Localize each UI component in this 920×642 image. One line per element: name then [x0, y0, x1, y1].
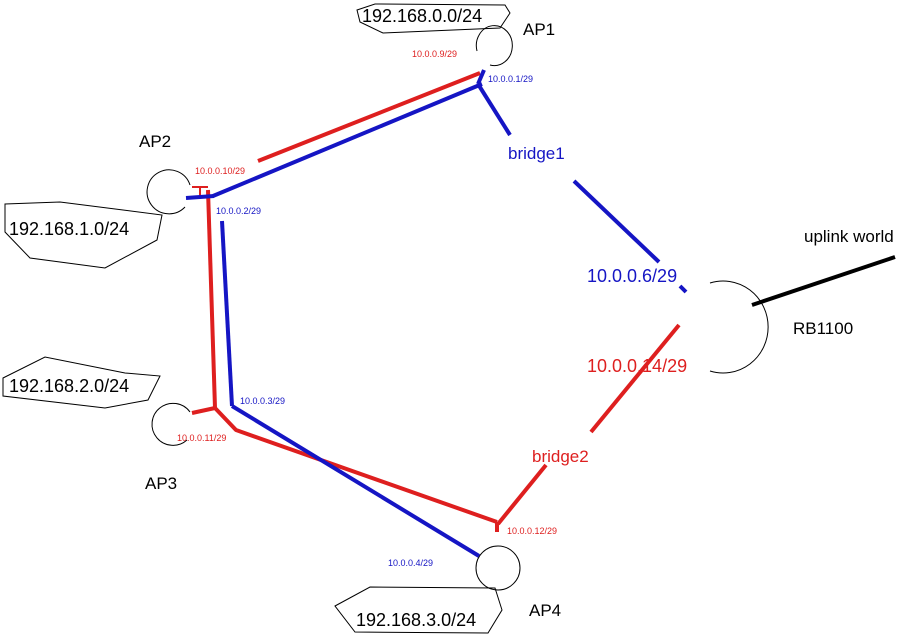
blue-ring	[185, 69, 688, 558]
rb1100-label: RB1100	[793, 319, 853, 338]
link-red-ap1-ap2	[257, 71, 481, 163]
ap4-node-circle	[475, 545, 521, 591]
link-blue-bridge1-upper	[476, 82, 512, 137]
subnet-label-ap2: 192.168.1.0/24	[9, 219, 129, 239]
link-blue-ap1-ap2-stub	[476, 69, 486, 85]
subnet-label-ap1: 192.168.0.0/24	[362, 6, 482, 26]
subnet-shape-ap3	[2, 356, 161, 409]
link-blue-ap1-ap2	[212, 82, 483, 198]
ap2-node-circle	[146, 169, 191, 215]
link-red-bridge2-upper	[589, 323, 681, 434]
link-red-ap3-ap4	[191, 406, 498, 524]
ap3-label: AP3	[145, 474, 177, 493]
subnet-label-ap4: 192.168.3.0/24	[356, 610, 476, 630]
link-blue-bridge1-lower	[572, 179, 661, 264]
ap3-node-circle	[151, 402, 191, 446]
link-blue-rb-stub	[678, 284, 688, 294]
ap3-red-ip-label: 10.0.0.11/29	[177, 433, 226, 443]
rb1100-node-circle	[709, 280, 769, 374]
red-ring	[191, 71, 681, 532]
rb-red-ip-label: 10.0.0.14/29	[587, 356, 687, 376]
ap1-red-ip-label: 10.0.0.9/29	[412, 49, 457, 59]
subnet-shape-ap4	[334, 586, 503, 634]
ap1-node-circle	[475, 25, 513, 67]
ap2-label: AP2	[139, 132, 171, 151]
ap4-red-ip-label: 10.0.0.12/29	[507, 526, 557, 536]
ap1-blue-ip-label: 10.0.0.1/29	[488, 74, 533, 84]
ap4-label: AP4	[529, 601, 561, 620]
ap1-label: AP1	[523, 20, 555, 39]
bridge1-label: bridge1	[508, 144, 565, 163]
uplink-label: uplink world	[804, 227, 894, 246]
rb-blue-ip-label: 10.0.0.6/29	[587, 266, 677, 286]
ap2-red-ip-label: 10.0.0.10/29	[195, 166, 245, 176]
link-blue-ap2-stub	[185, 194, 215, 200]
ap3-blue-ip-label: 10.0.0.3/29	[240, 396, 285, 406]
link-blue-ap2-ap3	[220, 220, 234, 407]
link-blue-ap3-ap4	[230, 404, 481, 558]
bridge2-label: bridge2	[532, 447, 589, 466]
link-red-ap2-ap3	[206, 189, 217, 409]
link-red-bridge2-lower	[496, 463, 548, 526]
subnet-label-ap3: 192.168.2.0/24	[9, 376, 129, 396]
ap2-blue-ip-label: 10.0.0.2/29	[216, 206, 261, 216]
subnet-shape-ap1	[356, 3, 511, 34]
subnet-shape-ap2	[4, 201, 163, 269]
uplink-line	[751, 255, 896, 307]
ap4-blue-ip-label: 10.0.0.4/29	[388, 558, 433, 568]
